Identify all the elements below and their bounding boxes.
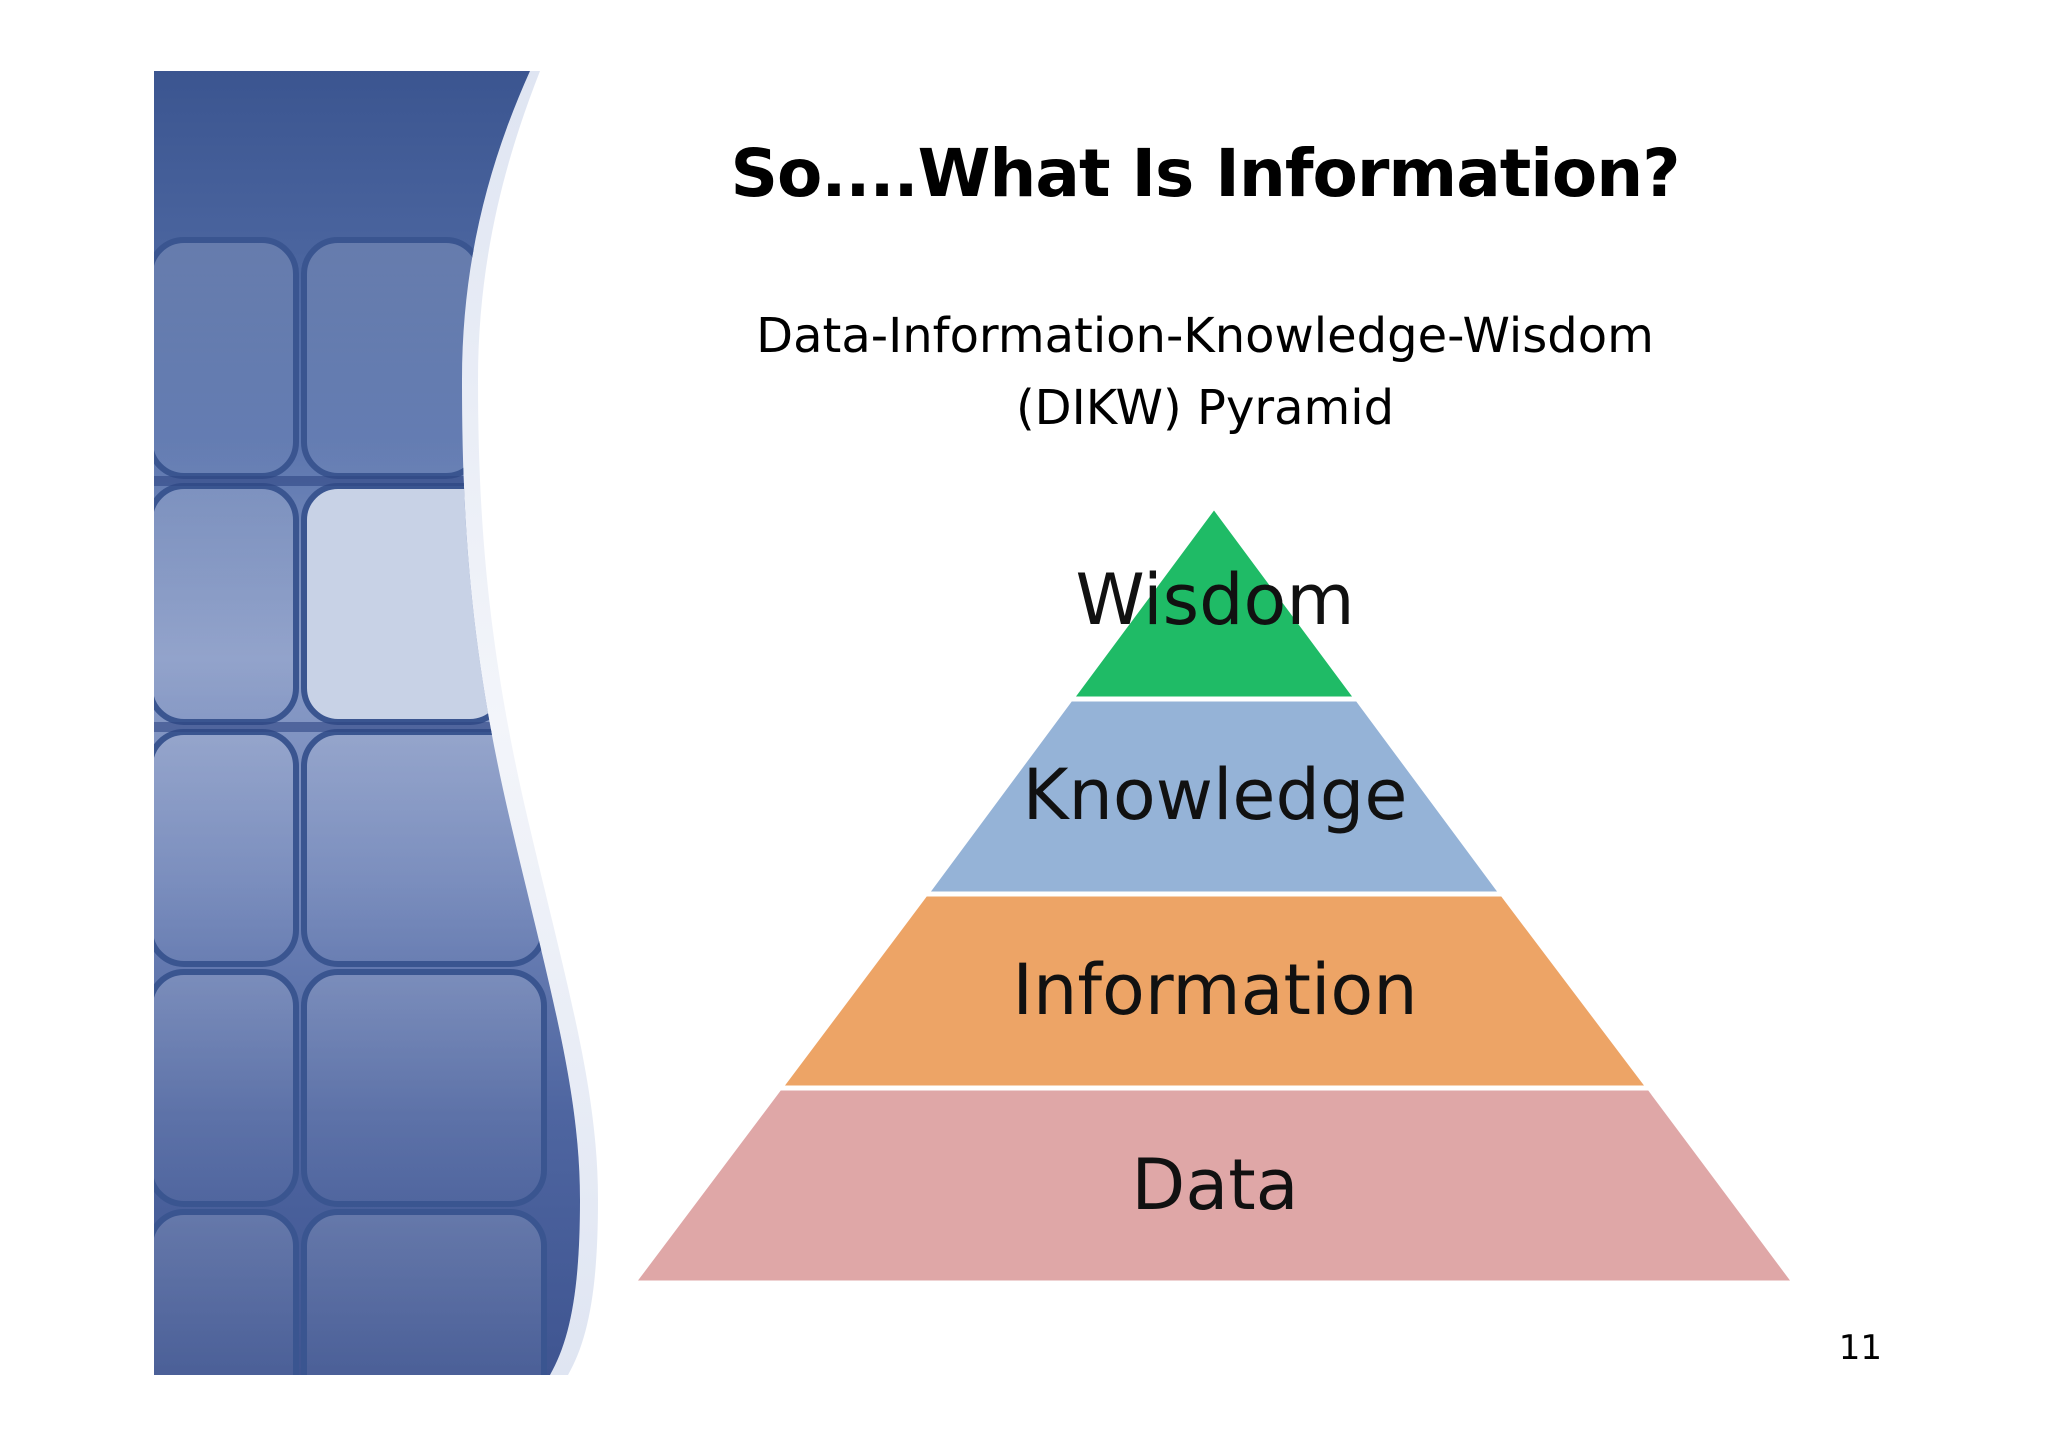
subtitle-line-1: Data-Information-Knowledge-Wisdom	[756, 308, 1654, 364]
label-wisdom: Wisdom	[1075, 559, 1355, 641]
dikw-pyramid	[631, 505, 1796, 1284]
label-knowledge: Knowledge	[1022, 754, 1408, 836]
decorative-banner	[154, 71, 598, 1375]
subtitle-line-2: (DIKW) Pyramid	[1015, 380, 1395, 436]
slide-title: So....What Is Information?	[730, 135, 1680, 212]
pyramid-level-knowledge	[925, 698, 1503, 895]
pyramid-level-data	[631, 1087, 1796, 1284]
label-data: Data	[1131, 1144, 1299, 1226]
pyramid-level-information	[779, 893, 1651, 1089]
pyramid-level-wisdom	[1070, 505, 1358, 700]
slide-subtitle: Data-Information-Knowledge-Wisdom (DIKW)…	[620, 300, 1790, 444]
banner-tiles	[154, 237, 547, 1375]
page-number: 11	[1838, 1328, 1882, 1368]
label-information: Information	[1012, 949, 1418, 1031]
